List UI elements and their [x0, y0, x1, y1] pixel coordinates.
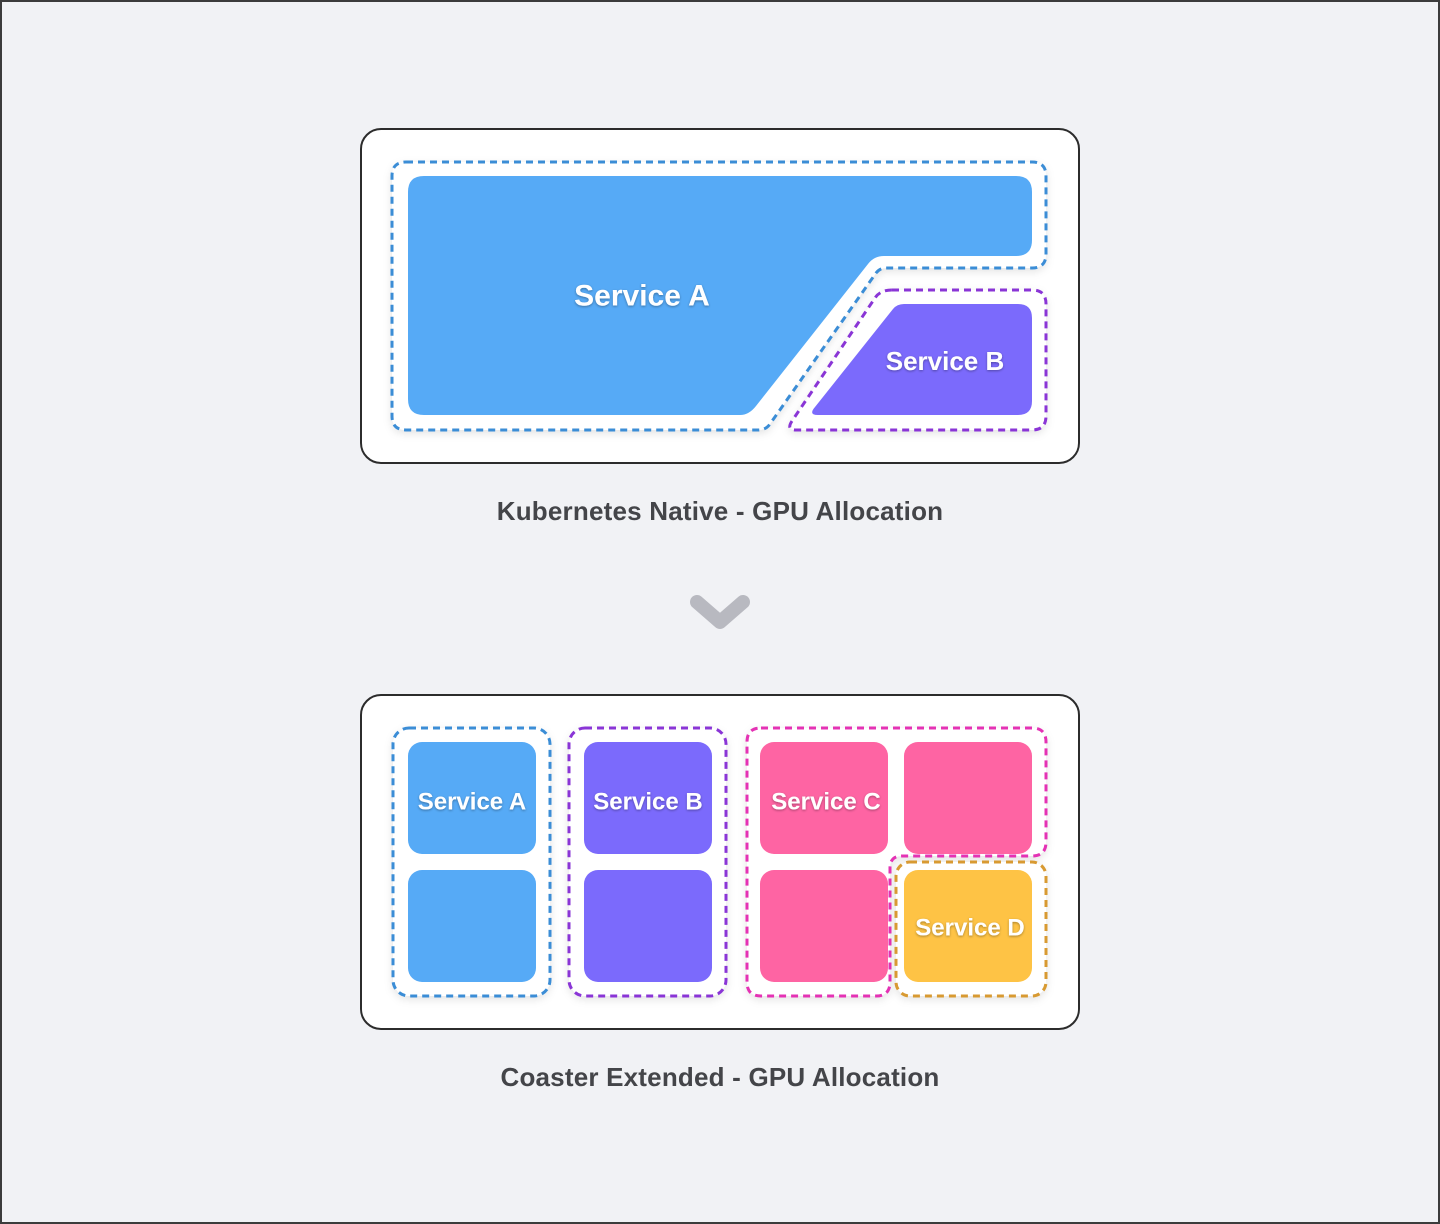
extended-service-a-block — [408, 742, 536, 854]
extended-service-b-label: Service B — [593, 789, 702, 816]
native-caption: Kubernetes Native - GPU Allocation — [496, 496, 944, 526]
native-allocation-panel: Service A Service B — [360, 128, 1080, 464]
extended-service-a-label: Service A — [418, 789, 527, 816]
extended-service-c-label: Service C — [771, 789, 880, 816]
extended-service-c-block — [760, 742, 888, 854]
native-service-b-label: Service B — [886, 346, 1005, 376]
extended-service-d-label: Service D — [915, 915, 1024, 942]
native-service-b-block — [812, 304, 1032, 415]
extended-caption: Coaster Extended - GPU Allocation — [500, 1062, 940, 1092]
native-service-a-block — [408, 176, 1032, 415]
extended-service-d-block — [904, 870, 1032, 982]
extended-service-c-block — [904, 742, 1032, 854]
extended-service-a-block — [408, 870, 536, 982]
native-service-a-label: Service A — [574, 280, 710, 313]
chevron-down-icon — [690, 595, 750, 629]
extended-service-c-block — [760, 870, 888, 982]
extended-service-b-block — [584, 742, 712, 854]
extended-service-b-block — [584, 870, 712, 982]
extended-allocation-panel: Service A Service B Service C Service D — [360, 694, 1080, 1030]
